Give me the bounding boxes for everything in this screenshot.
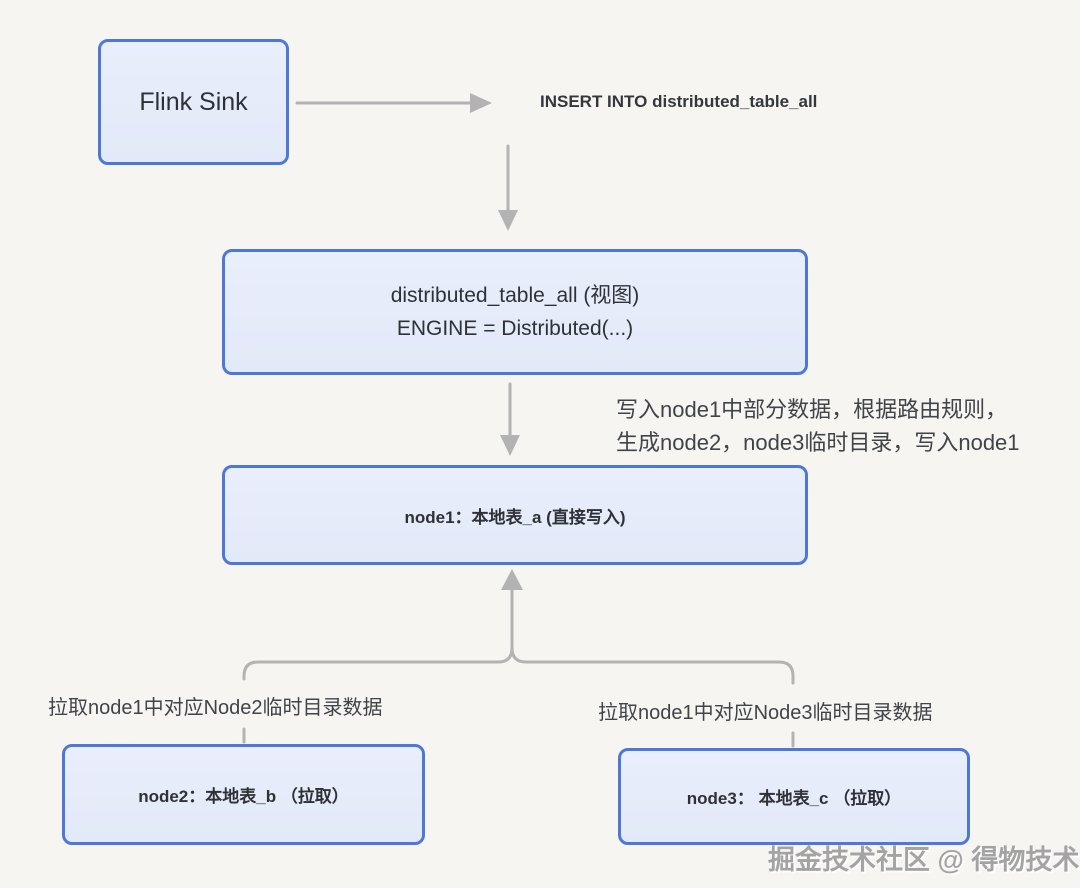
merge-bracket-right [510,646,795,685]
node-node3: node3： 本地表_c （拉取） [618,748,970,845]
node-distributed-view-text: distributed_table_all (视图) ENGINE = Dist… [391,279,640,345]
node-flink-sink-label: Flink Sink [139,87,248,116]
merge-bracket-left [242,586,514,681]
node-node1-label: node1：本地表_a (直接写入) [404,507,626,527]
node-flink-sink: Flink Sink [98,39,289,165]
arrowhead-insert-to-view [498,210,518,231]
routing-rule-annotation: 写入node1中部分数据，根据路由规则， 生成node2，node3临时目录，写… [616,393,1020,459]
arrowhead-view-to-node1 [500,435,520,456]
insert-sql-annotation: INSERT INTO distributed_table_all [540,92,818,111]
node-node2: node2：本地表_b （拉取） [62,744,425,845]
node-distributed-view-line2: ENGINE = Distributed(...) [396,317,634,340]
node-distributed-view: distributed_table_all (视图) ENGINE = Dist… [222,249,808,375]
routing-rule-line2: 生成node2，node3临时目录，写入node1 [616,430,1020,455]
routing-rule-line1: 写入node1中部分数据，根据路由规则， [616,397,1008,422]
node-node2-label: node2：本地表_b （拉取） [138,787,349,806]
node-node1: node1：本地表_a (直接写入) [222,465,808,565]
node-node3-label: node3： 本地表_c （拉取） [686,789,902,808]
pull-node3-annotation: 拉取node1中对应Node3临时目录数据 [598,702,933,724]
node-distributed-view-line1: distributed_table_all (视图) [390,284,640,307]
arrowhead-flink-to-insert [470,93,492,113]
watermark-text: 掘金技术社区 @ 得物技术 [768,845,1080,875]
pull-node2-annotation: 拉取node1中对应Node2临时目录数据 [48,697,383,719]
arrowhead-merge-to-node1 [501,569,523,590]
